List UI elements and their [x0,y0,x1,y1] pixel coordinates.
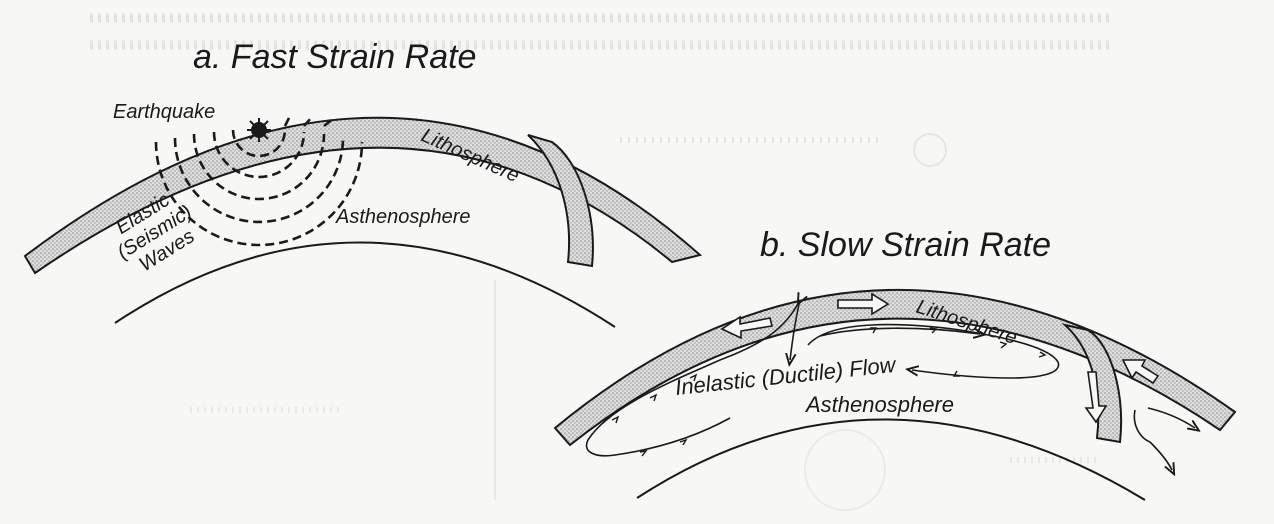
panel-a-seismic-wavefronts [154,115,364,247]
plate-motion-arrows [720,292,1160,424]
flow-return-right [1147,407,1195,428]
earthquake-focus-icon [247,118,271,142]
panel-a-title: a. Fast Strain Rate [193,38,476,76]
panel-b-lower-arc [636,418,1146,501]
panel-a-lower-arc [114,241,616,328]
flow-direction-ticks [611,327,1047,457]
flow-loop-right-top [819,327,980,336]
flow-loop-right [807,323,1060,379]
panel-a-asthenosphere-label: Asthenosphere [335,206,471,228]
flow-loop-left [585,300,800,457]
panel-b-slow-strain: b. Slow Strain Rate [553,226,1237,501]
panel-a-fast-strain: a. Fast Strain Rate Earthquake Lithosphe… [23,38,703,328]
plate-arrow-right-icon [837,292,890,316]
panel-b-asthenosphere-label: Asthenosphere [804,392,954,417]
ductile-flow-loops [585,299,1195,470]
panel-b-title: b. Slow Strain Rate [760,226,1051,264]
plate-arrow-left-icon [720,315,773,340]
plate-arrow-upleft-icon [1121,359,1160,385]
panel-a-earthquake-label: Earthquake [113,101,215,123]
flow-return-down [1133,409,1172,470]
scan-bleed-through [90,13,1110,511]
plate-arrow-down-icon [1084,371,1108,424]
panel-a-subducting-slab [527,134,594,268]
panel-b-subducting-slab [1061,323,1123,444]
flow-loop-left-return [790,299,801,360]
